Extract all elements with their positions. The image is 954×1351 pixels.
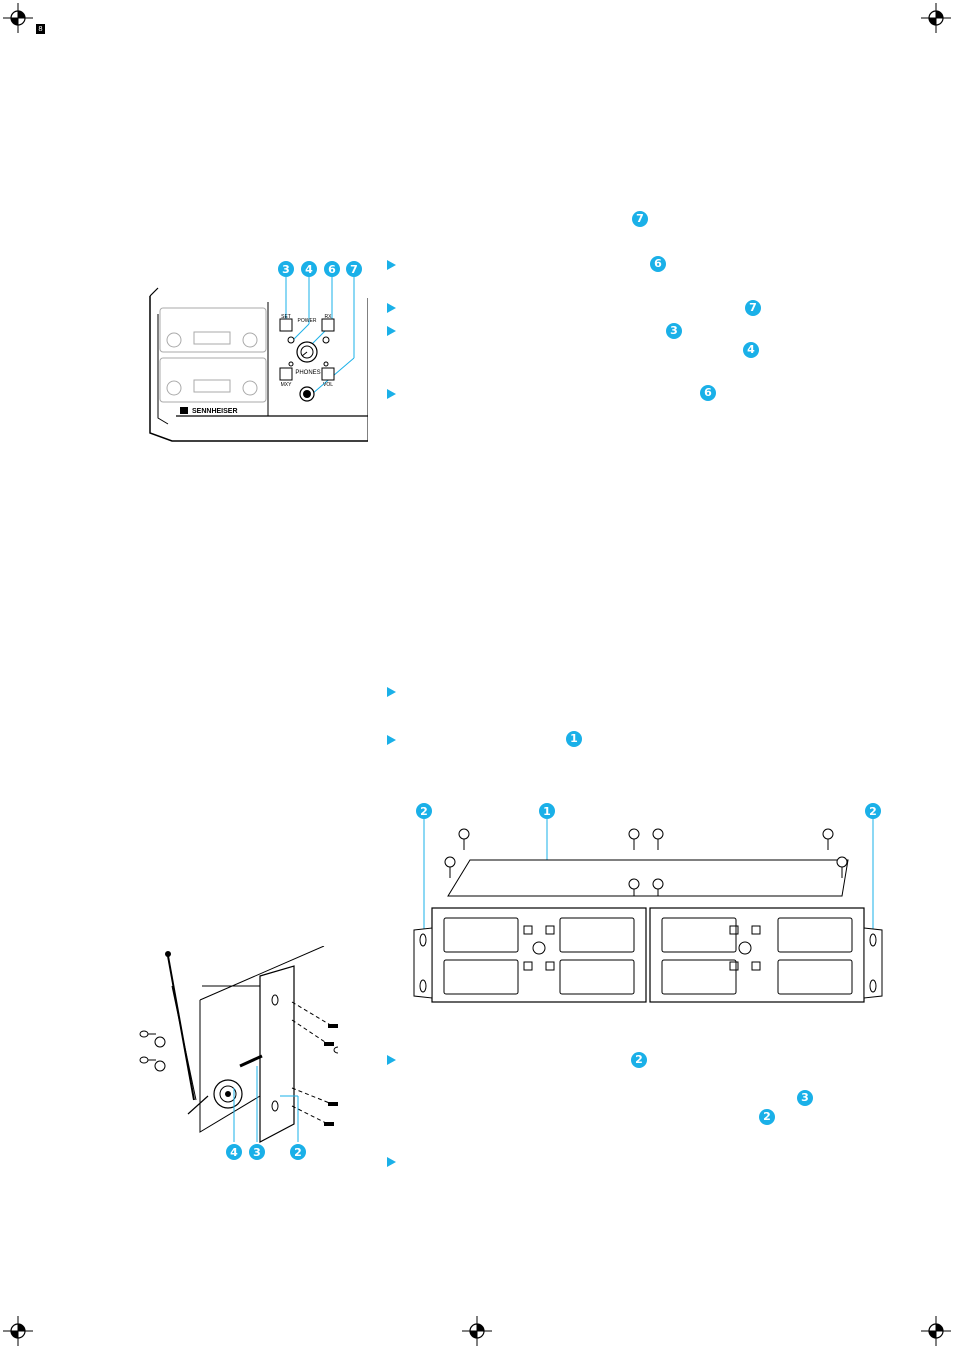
ref-badge-step6: 1 bbox=[566, 731, 582, 747]
page-marker: 8 bbox=[36, 24, 45, 34]
registration-mark-bottom-center bbox=[462, 1316, 492, 1346]
callout-left-2: 2 bbox=[416, 803, 432, 819]
ref-badge-step2: 7 bbox=[745, 300, 761, 316]
svg-text:POWER: POWER bbox=[298, 318, 317, 324]
svg-text:4: 4 bbox=[305, 263, 313, 276]
step-bullet-8 bbox=[387, 1157, 396, 1167]
front-panel-figure: 3 4 6 7 SET POWER RX PHONES MXY VOL SENN… bbox=[149, 261, 368, 442]
registration-mark-top-left bbox=[3, 3, 33, 33]
svg-text:MXY: MXY bbox=[281, 382, 293, 388]
callout-2: 2 bbox=[290, 1144, 306, 1160]
callout-4: 4 bbox=[301, 261, 317, 277]
svg-text:7: 7 bbox=[350, 263, 358, 276]
svg-text:4: 4 bbox=[230, 1146, 238, 1159]
step-bullet-3 bbox=[387, 326, 396, 336]
svg-text:RX: RX bbox=[325, 314, 333, 320]
callout-7: 7 bbox=[346, 261, 362, 277]
ref-badge-step3b: 4 bbox=[743, 342, 759, 358]
registration-mark-top-right bbox=[921, 3, 951, 33]
svg-text:3: 3 bbox=[253, 1146, 261, 1159]
svg-text:SET: SET bbox=[281, 314, 291, 320]
step-bullet-1 bbox=[387, 260, 396, 270]
svg-text:2: 2 bbox=[420, 805, 428, 818]
registration-mark-bottom-right bbox=[921, 1316, 951, 1346]
ref-badge-step7c: 2 bbox=[759, 1109, 775, 1125]
svg-text:3: 3 bbox=[282, 263, 290, 276]
ref-badge-step7b: 3 bbox=[797, 1090, 813, 1106]
callout-3: 3 bbox=[249, 1144, 265, 1160]
step-bullet-2 bbox=[387, 303, 396, 313]
svg-text:PHONES: PHONES bbox=[295, 370, 320, 376]
registration-mark-bottom-left bbox=[3, 1316, 33, 1346]
ref-badge-step4: 6 bbox=[700, 385, 716, 401]
svg-text:2: 2 bbox=[294, 1146, 302, 1159]
callout-4: 4 bbox=[226, 1144, 242, 1160]
ref-badge-step1: 6 bbox=[650, 256, 666, 272]
svg-text:1: 1 bbox=[543, 805, 551, 818]
step-bullet-4 bbox=[387, 389, 396, 399]
ref-badge-step7: 2 bbox=[631, 1052, 647, 1068]
rack-mount-figure: 2 1 2 bbox=[413, 803, 883, 1003]
svg-text:SENNHEISER: SENNHEISER bbox=[192, 408, 238, 415]
ref-badge-intro: 7 bbox=[632, 211, 648, 227]
callout-right-2: 2 bbox=[865, 803, 881, 819]
callout-3: 3 bbox=[278, 261, 294, 277]
svg-text:VOL: VOL bbox=[323, 382, 333, 388]
callout-6: 6 bbox=[324, 261, 340, 277]
step-bullet-7 bbox=[387, 1055, 396, 1065]
ref-badge-step3a: 3 bbox=[666, 323, 682, 339]
antenna-bracket-figure: 4 3 2 bbox=[139, 946, 338, 1160]
svg-text:2: 2 bbox=[869, 805, 877, 818]
svg-text:6: 6 bbox=[328, 263, 336, 276]
step-bullet-6 bbox=[387, 735, 396, 745]
step-bullet-5 bbox=[387, 687, 396, 697]
callout-center-1: 1 bbox=[539, 803, 555, 819]
